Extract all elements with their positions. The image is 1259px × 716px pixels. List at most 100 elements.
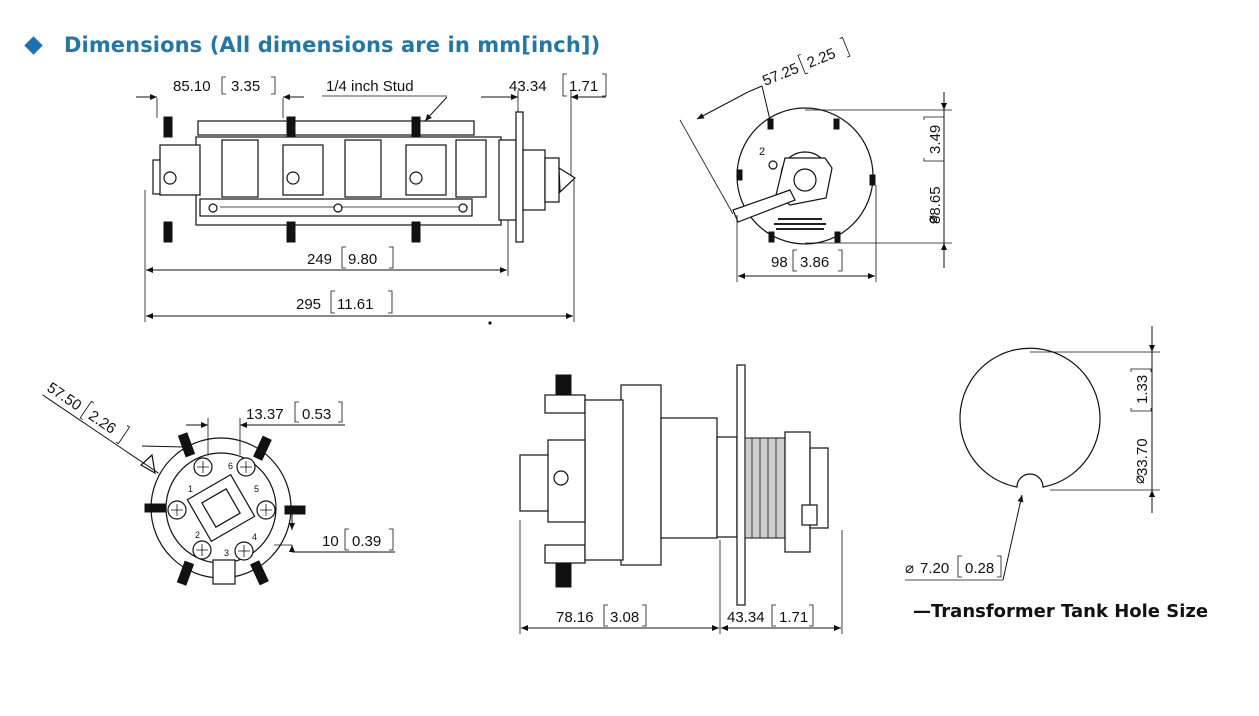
left-end	[519, 454, 551, 512]
dim-front-width-mm: 98	[771, 254, 788, 271]
dim-side-d1-in: 3.35	[231, 78, 260, 95]
diameter-symbol: ⌀	[1131, 475, 1148, 484]
ext-line	[679, 119, 734, 215]
dim-line	[141, 445, 185, 448]
dim-line	[42, 394, 159, 474]
bracket	[330, 290, 393, 314]
bracket	[923, 116, 945, 162]
ext-line	[761, 85, 771, 121]
dim-hole-dia-in: 1.33	[1134, 375, 1151, 404]
handle-tip	[558, 166, 576, 194]
bracket	[957, 555, 1002, 578]
dim-hole-notch-in: 0.28	[965, 560, 994, 577]
terminal	[544, 544, 586, 564]
lug	[768, 231, 775, 243]
top-rail	[197, 120, 475, 136]
dim-hole-dia-mm: 33.70	[1134, 438, 1151, 476]
dim-rear-arm-in: 2.26	[85, 407, 119, 437]
body-block	[584, 399, 624, 561]
dim-front-handle-mm: 57.25	[760, 60, 801, 90]
bracket	[221, 76, 276, 95]
stud	[411, 221, 421, 243]
svg-text:1: 1	[188, 484, 193, 494]
housing	[660, 417, 718, 539]
dim-front-dia-mm: 88.65	[927, 186, 944, 224]
stud	[286, 221, 296, 243]
rear-studs	[144, 432, 306, 586]
front-view: 2 57.25 2.25 88.65 3.49	[679, 36, 952, 282]
side-view: 85.10 3.35 1/4 inch Stud 43.34 1.71	[136, 73, 607, 325]
dim-hole-notch-mm: 7.20	[920, 560, 949, 577]
rail-screw	[208, 203, 218, 213]
rail-screw	[458, 203, 468, 213]
body-block	[620, 384, 662, 566]
dim-side-d2-mm: 43.34	[509, 78, 547, 95]
dim-line	[747, 85, 763, 93]
dim-rear-pin-in: 0.39	[352, 533, 381, 550]
handle-screw	[801, 504, 818, 526]
thread-lines	[751, 438, 777, 538]
contact-2	[282, 144, 324, 196]
dim-front-handle-in: 2.25	[805, 45, 838, 72]
rear-view: 6 1 2 3 4 5 57.50 2.26 13.37 0.53 10 0.3…	[42, 379, 395, 586]
stud	[163, 221, 173, 243]
header: Dimensions (All dimensions are in mm[inc…	[22, 28, 600, 62]
nut	[784, 431, 811, 553]
threaded-bushing	[744, 437, 786, 539]
contact-hole	[286, 171, 300, 185]
rail-screw	[333, 203, 343, 213]
terminal	[544, 394, 586, 414]
dim-side-d4-mm: 295	[296, 296, 321, 313]
contact-block	[221, 139, 259, 198]
dim-front-dia-in: 3.49	[927, 125, 944, 154]
bracket	[603, 604, 647, 627]
bracket	[797, 36, 851, 75]
lug	[869, 174, 876, 186]
dim-detail-d1-in: 3.08	[610, 609, 639, 626]
bracket	[1130, 368, 1152, 412]
contact-hole	[163, 171, 177, 185]
dim-arrow	[696, 91, 749, 120]
dim-side-d4-in: 11.61	[337, 296, 373, 313]
nameplate-text	[774, 218, 826, 230]
shaft-housing	[498, 139, 517, 221]
dim-rear-pin-mm: 10	[322, 533, 339, 550]
dim-detail-d1-mm: 78.16	[556, 609, 594, 626]
contact-1	[159, 144, 201, 196]
dim-side-d1-mm: 85.10	[173, 78, 211, 95]
lug	[736, 169, 743, 181]
housing-neck	[716, 436, 738, 538]
tank-hole-view: 33.70 1.33 ⌀ ⌀ 7.20 0.28 —Transformer Ta…	[905, 326, 1208, 622]
dim-rear-gap-mm: 13.37	[246, 406, 284, 423]
bracket	[341, 246, 394, 269]
svg-text:3: 3	[224, 548, 229, 558]
terminals	[167, 457, 276, 561]
shaft-plate	[186, 473, 256, 543]
svg-text:6: 6	[228, 461, 233, 471]
dim-side-d3-in: 9.80	[348, 251, 377, 268]
svg-text:4: 4	[252, 532, 257, 542]
hole-outline	[959, 347, 1101, 488]
bracket	[771, 604, 814, 627]
knob-hub	[793, 168, 817, 192]
detail-view: 78.16 3.08 43.34 1.71	[519, 364, 843, 634]
stud-label: 1/4 inch Stud	[326, 78, 414, 95]
dim-side-d3-mm: 249	[307, 251, 332, 268]
bracket	[79, 400, 131, 445]
lug	[833, 118, 840, 130]
handle	[732, 189, 796, 223]
mounting-flange	[736, 364, 746, 606]
tank-hole-caption: —Transformer Tank Hole Size	[913, 601, 1208, 622]
svg-text:2: 2	[195, 530, 200, 540]
nut	[522, 149, 546, 211]
position-label: 2	[759, 146, 765, 158]
diameter-symbol: ⌀	[905, 560, 914, 577]
contact-block	[455, 139, 487, 198]
dim-detail-d2-in: 1.71	[779, 609, 808, 626]
arm-tip	[139, 453, 156, 475]
contact-hole	[553, 470, 569, 486]
dim-detail-d2-mm: 43.34	[727, 609, 765, 626]
bottom-terminal	[212, 559, 236, 585]
contact-block	[344, 139, 382, 198]
lug	[767, 118, 774, 130]
